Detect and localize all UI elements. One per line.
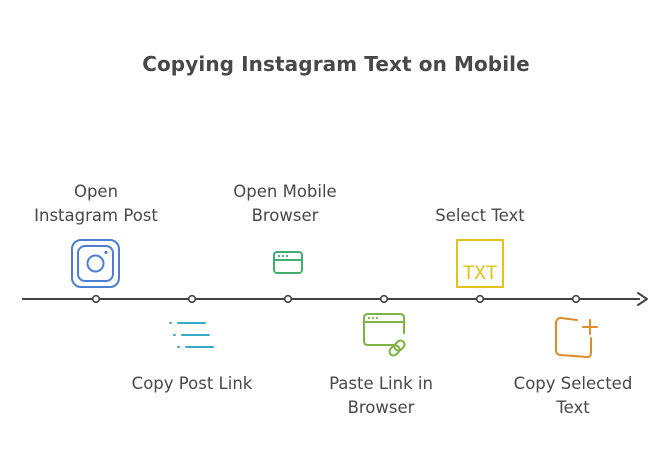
step-marker-4	[379, 294, 389, 304]
txt-text-icon: TXT	[456, 239, 504, 288]
diagram-title: Copying Instagram Text on Mobile	[142, 52, 530, 76]
step-label-copy-post-link: Copy Post Link	[131, 374, 253, 393]
step-label-paste-link-in-browser: Paste Link in Browser	[329, 374, 433, 417]
step-marker-3	[283, 294, 293, 304]
timeline-arrowhead	[637, 292, 648, 306]
add-square-icon	[555, 317, 598, 358]
browser-window-icon	[273, 251, 303, 274]
step-marker-5	[475, 294, 485, 304]
browser-link-icon	[363, 313, 406, 357]
txt-icon-label: TXT	[463, 262, 497, 284]
step-label-select-text: Select Text	[435, 206, 525, 225]
step-marker-6	[571, 294, 581, 304]
list-lines-icon	[169, 322, 214, 348]
step-label-copy-selected-text: Copy Selected Text	[513, 374, 633, 417]
step-label-open-mobile-browser: Open Mobile Browser	[233, 182, 337, 225]
step-marker-2	[187, 294, 197, 304]
instagram-icon	[71, 239, 120, 288]
step-marker-1	[91, 294, 101, 304]
step-label-open-instagram-post: Open Instagram Post	[34, 182, 158, 225]
